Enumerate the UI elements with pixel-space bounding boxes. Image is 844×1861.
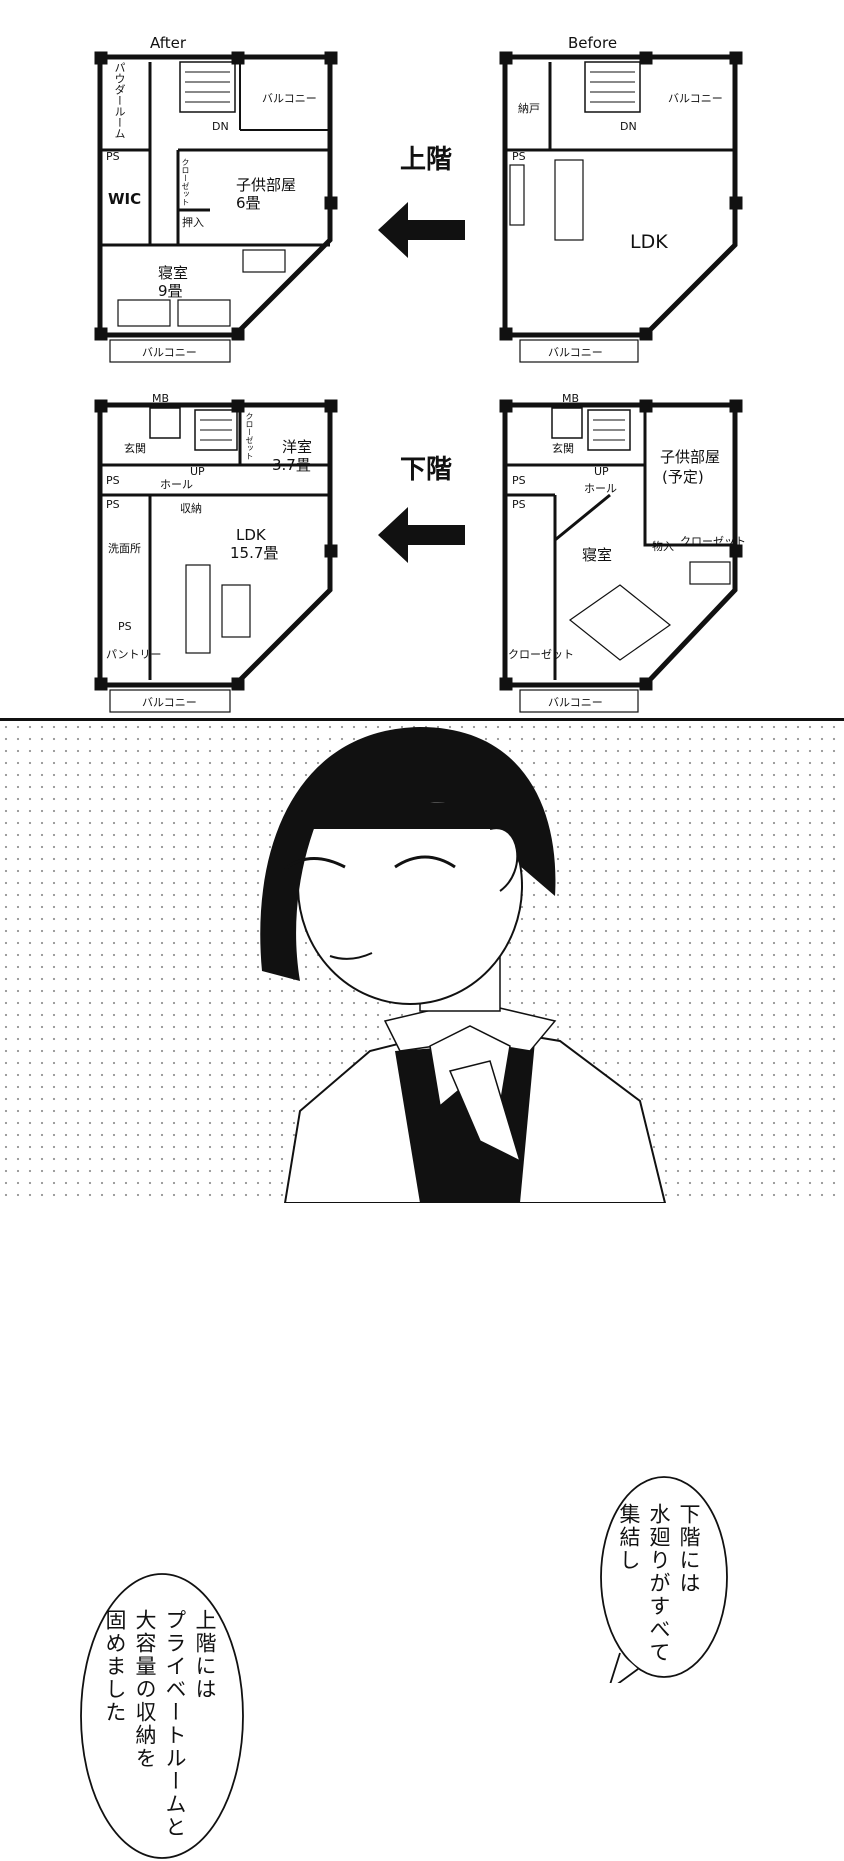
before-up-nando: 納戸: [518, 102, 540, 115]
after-up-bedroom-size: 9畳: [158, 282, 183, 300]
after-up-dn: DN: [212, 120, 229, 133]
before-low-mb: MB: [562, 392, 579, 405]
after-upper-plan: [94, 51, 338, 363]
speech-right-line-2: 水廻りがすべて: [647, 1503, 671, 1664]
after-low-up: UP: [190, 465, 205, 478]
before-upper-plan: [499, 51, 743, 363]
after-low-storage: 収納: [180, 502, 202, 515]
before-up-dn: DN: [620, 120, 637, 133]
before-low-balcony: バルコニー: [548, 696, 603, 709]
before-low-closet: クローゼット: [680, 535, 746, 548]
after-up-bedroom: 寝室: [158, 264, 188, 282]
speech-left-line-3: 大容量の収納を: [133, 1609, 157, 1770]
after-low-mb: MB: [152, 392, 169, 405]
before-low-ps2: PS: [512, 498, 526, 511]
before-header: Before: [568, 34, 617, 52]
after-up-balcony-bottom: バルコニー: [142, 346, 197, 359]
after-low-genkan: 玄関: [124, 441, 146, 455]
after-header: After: [150, 34, 187, 52]
speech-left-line-4: 固めました: [103, 1609, 127, 1724]
after-low-pantry: パントリー: [106, 648, 162, 661]
speech-right-line-1: 下階には: [677, 1503, 701, 1595]
speech-bubble-left: 上階には プライベートルームと 大容量の収納を 固めました: [78, 1571, 246, 1861]
after-low-hall: ホール: [160, 478, 193, 491]
after-lower-plan: [94, 399, 338, 713]
after-up-kids-size: 6畳: [236, 194, 261, 212]
before-up-ps: PS: [512, 150, 526, 163]
after-low-ldk-size: 15.7畳: [230, 544, 278, 562]
after-low-ps1: PS: [106, 474, 120, 487]
after-low-closet: クローゼット: [245, 412, 254, 460]
after-up-balcony-top: バルコニー: [262, 92, 317, 105]
before-up-balcony-top: バルコニー: [668, 92, 723, 105]
after-up-kids-room: 子供部屋: [236, 176, 296, 194]
after-up-ps: PS: [106, 150, 120, 163]
character-illustration: [260, 727, 667, 1203]
after-up-closet: クローゼット: [181, 158, 190, 206]
before-up-balcony-bottom: バルコニー: [548, 346, 603, 359]
upper-floor-label: 上階: [400, 145, 452, 175]
left-arrow-icon: [378, 507, 465, 563]
speech-left-line-1: 上階には: [193, 1609, 217, 1701]
speech-bubble-right: 下階には 水廻りがすべて 集結し: [598, 1473, 730, 1683]
after-low-ps3: PS: [118, 620, 132, 633]
before-low-kids-room: 子供部屋: [660, 448, 720, 466]
after-up-wic: WIC: [108, 190, 141, 208]
before-low-ps1: PS: [512, 474, 526, 487]
after-low-ps2: PS: [106, 498, 120, 511]
speech-left-line-2: プライベートルームと: [163, 1609, 187, 1839]
after-low-western-size: 3.7畳: [272, 456, 311, 474]
before-low-kids-planned: (予定): [662, 468, 704, 486]
speech-right-line-3: 集結し: [617, 1503, 641, 1572]
before-up-ldk: LDK: [630, 231, 668, 253]
after-low-washroom: 洗面所: [108, 542, 141, 555]
after-up-oshiire: 押入: [182, 215, 204, 229]
after-low-balcony: バルコニー: [142, 696, 197, 709]
before-low-hall: ホール: [584, 482, 617, 495]
after-low-ldk: LDK: [236, 526, 267, 544]
before-low-up: UP: [594, 465, 609, 478]
before-low-genkan: 玄関: [552, 441, 574, 455]
before-low-bedroom: 寝室: [582, 546, 612, 564]
before-low-closet2: クローゼット: [508, 648, 574, 661]
left-arrow-icon: [378, 202, 465, 258]
floor-plans-panel: After Before バルコニー DN PS WIC 子供部屋 6畳 押入 …: [0, 0, 844, 718]
before-low-monoire: 物入: [652, 539, 674, 553]
after-up-powder-room: パウダールーム: [113, 62, 126, 139]
floor-plans-svg: After Before バルコニー DN PS WIC 子供部屋 6畳 押入 …: [94, 34, 746, 713]
manga-panel: 下階には 水廻りがすべて 集結し 上階には プライベートルームと 大容量の収納を…: [0, 718, 844, 1859]
after-low-western-room: 洋室: [282, 438, 312, 456]
lower-floor-label: 下階: [400, 455, 452, 485]
before-lower-plan: [499, 399, 743, 713]
